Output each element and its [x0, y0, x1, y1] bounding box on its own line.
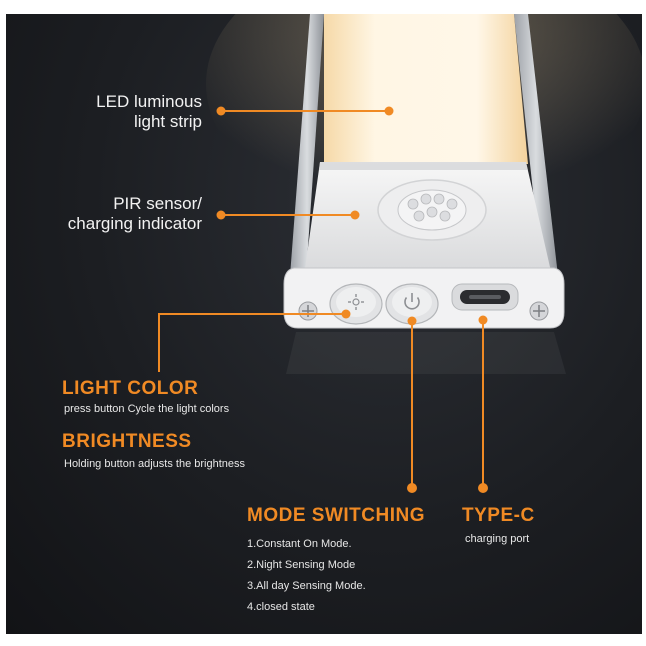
- product-image: LED luminous light strip PIR sensor/ cha…: [6, 14, 642, 634]
- mode-item-1: 1.Constant On Mode.: [247, 538, 352, 550]
- callout-lines: [158, 110, 484, 487]
- light-color-title: LIGHT COLOR: [62, 378, 199, 399]
- type-c-desc: charging port: [465, 533, 530, 545]
- mode-item-4: 4.closed state: [247, 601, 315, 613]
- brightness-desc: Holding button adjusts the brightness: [64, 458, 246, 470]
- led-diffuser: [324, 14, 528, 164]
- light-color-desc: press button Cycle the light colors: [64, 403, 230, 415]
- led-strip-label: LED luminous light strip: [96, 92, 202, 131]
- right-rail: [514, 14, 558, 276]
- mode-item-3: 3.All day Sensing Mode.: [247, 580, 366, 592]
- left-rail: [290, 14, 324, 276]
- reflection: [286, 332, 566, 374]
- pir-sensor-label: PIR sensor/ charging indicator: [67, 194, 202, 233]
- type-c-port: [451, 283, 519, 311]
- type-c-title: TYPE-C: [462, 505, 535, 526]
- left-screw: [298, 301, 318, 321]
- callout-dots: [216, 106, 488, 493]
- mode-switching-title: MODE SWITCHING: [247, 505, 425, 526]
- pir-lens: [407, 193, 458, 222]
- right-screw: [529, 301, 549, 321]
- brightness-title: BRIGHTNESS: [62, 431, 192, 452]
- mode-item-2: 2.Night Sensing Mode: [247, 559, 356, 571]
- light-color-button[interactable]: [329, 283, 383, 325]
- light-strip-device: [158, 14, 642, 493]
